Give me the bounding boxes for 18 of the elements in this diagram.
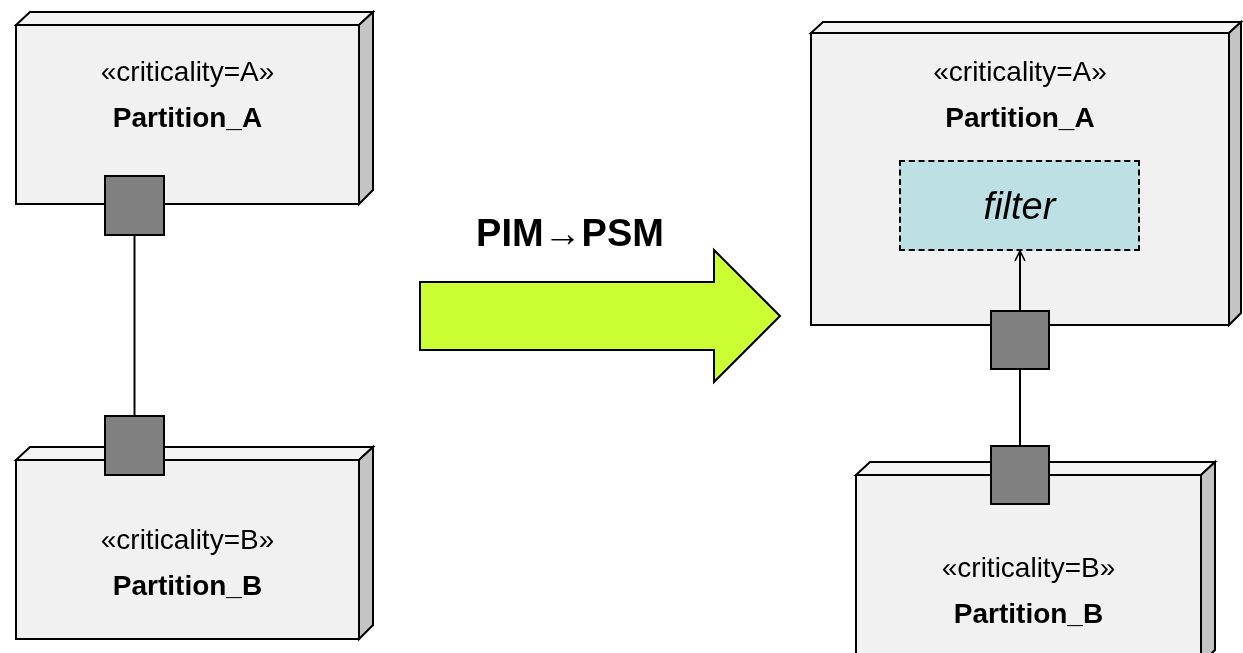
stereotype-text: «criticality=A» (100, 55, 275, 89)
port-square (104, 175, 165, 236)
port-square (104, 415, 165, 476)
transformation-label: PIM→PSM (476, 212, 664, 254)
port-square (990, 445, 1050, 505)
stereotype-text: «criticality=B» (100, 523, 275, 557)
arrow (1014, 250, 1026, 311)
node-name: Partition_A (945, 101, 1095, 135)
connector-line (1019, 369, 1021, 446)
node-name: Partition_B (953, 597, 1104, 631)
stereotype-text: «criticality=A» (933, 55, 1107, 89)
node-name: Partition_A (112, 101, 263, 135)
component-name: filter (983, 188, 1056, 223)
dashed-component-box (899, 160, 1140, 251)
connector-line (133, 235, 136, 416)
port-square (990, 310, 1050, 370)
stereotype-text: «criticality=B» (941, 551, 1116, 585)
node-name: Partition_B (112, 569, 263, 603)
